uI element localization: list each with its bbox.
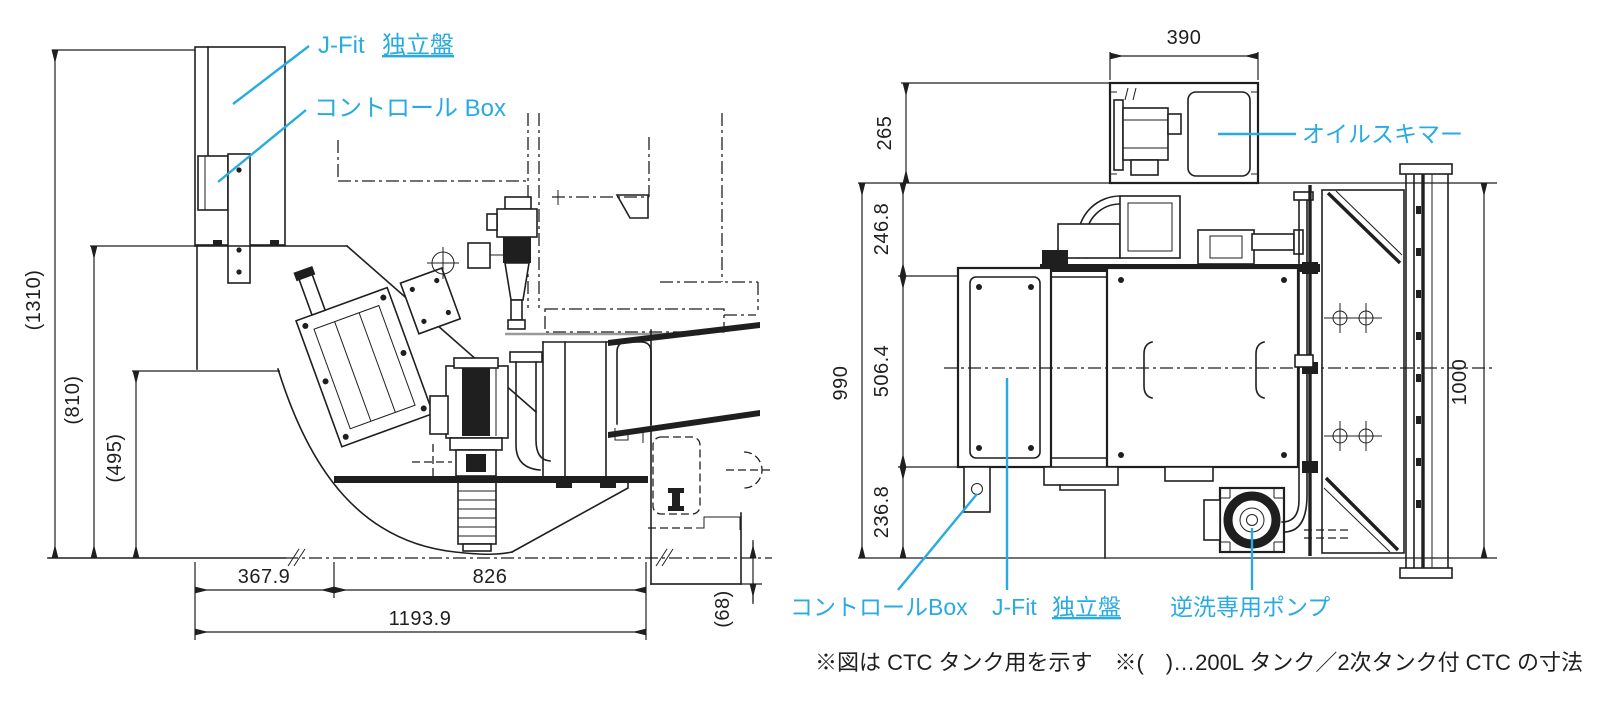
callout-jfit-prefix: J-Fit — [318, 32, 365, 59]
dim-height-total-right: 990 — [830, 366, 852, 401]
left-view-machine — [194, 46, 770, 585]
dim-skimmer-width: 390 — [1167, 27, 1202, 49]
cover-handle-left — [1143, 341, 1153, 399]
tank-rim — [334, 476, 648, 483]
dim-right-height: 1000 — [1449, 359, 1471, 406]
dim-height-low: (495) — [104, 433, 126, 482]
right-bin — [1302, 185, 1405, 556]
right-view-dimensions: 390 265 990 246.8 506.4 236.8 1000 — [830, 27, 1497, 559]
accessory-box — [648, 436, 770, 585]
left-view-bottom-dimensions: 367.9 826 1193.9 (68) — [194, 540, 762, 640]
left-view-callouts: J-Fit 独立盤 コントロール Box — [217, 32, 506, 183]
dim-bottom-section: 236.8 — [871, 486, 893, 539]
dim-skimmer-height: 265 — [874, 116, 896, 151]
control-box-shape — [197, 155, 229, 211]
machine-body — [944, 266, 1492, 469]
nozzle-crosshairs — [1324, 303, 1382, 451]
dim-width-total: 1193.9 — [389, 608, 452, 630]
top-assembly — [1040, 191, 1320, 272]
cover-handle-right — [1255, 341, 1265, 399]
dim-height-total: (1310) — [23, 270, 45, 331]
slope-bracket — [399, 267, 462, 335]
tank-body — [542, 329, 652, 559]
left-view-vertical-dimensions: (1310) (810) (495) — [23, 49, 280, 559]
dim-offset-right: (68) — [712, 590, 734, 628]
footnote: ※図は CTC タンク用を示す ※( )…200L タンク／2次タンク付 CTC… — [815, 650, 1583, 675]
dim-mid-section: 506.4 — [871, 345, 893, 398]
spindle-head-outline — [337, 113, 759, 336]
dim-width-right: 826 — [473, 566, 508, 588]
callout-backwash-pump: 逆洗専用ポンプ — [1170, 594, 1330, 620]
dim-height-mid: (810) — [62, 375, 84, 424]
dim-top-section: 246.8 — [871, 203, 893, 256]
dim-width-left: 367.9 — [238, 566, 291, 588]
callout-jfit-name: 独立盤 — [382, 32, 454, 59]
panel-rail-shape — [227, 153, 251, 284]
conveyor-strip — [1399, 163, 1453, 579]
air-regulator — [467, 196, 538, 330]
coolant-pump — [412, 351, 551, 552]
callout-oil-skimmer: オイルスキマー — [1302, 121, 1463, 147]
left-view: (1310) (810) (495) 367.9 826 1193.9 — [23, 32, 772, 640]
callout-control-box: コントロール Box — [314, 95, 506, 122]
ground-line — [47, 548, 772, 567]
tilted-plate — [293, 265, 435, 448]
coolant-hose — [276, 367, 513, 556]
right-view-machine — [944, 81, 1492, 579]
right-view-callouts: オイルスキマー コントロールBox J-Fit 独立盤 逆洗専用ポンプ — [790, 121, 1463, 620]
right-view: 390 265 990 246.8 506.4 236.8 1000 — [790, 27, 1583, 675]
callout-control-box-right: コントロールBox — [790, 594, 968, 620]
callout-jfit-prefix-right: J-Fit — [992, 594, 1037, 620]
callout-jfit-name-right: 独立盤 — [1052, 594, 1121, 620]
backwash-pump-shape — [1203, 486, 1286, 554]
slide-ways — [608, 322, 760, 443]
